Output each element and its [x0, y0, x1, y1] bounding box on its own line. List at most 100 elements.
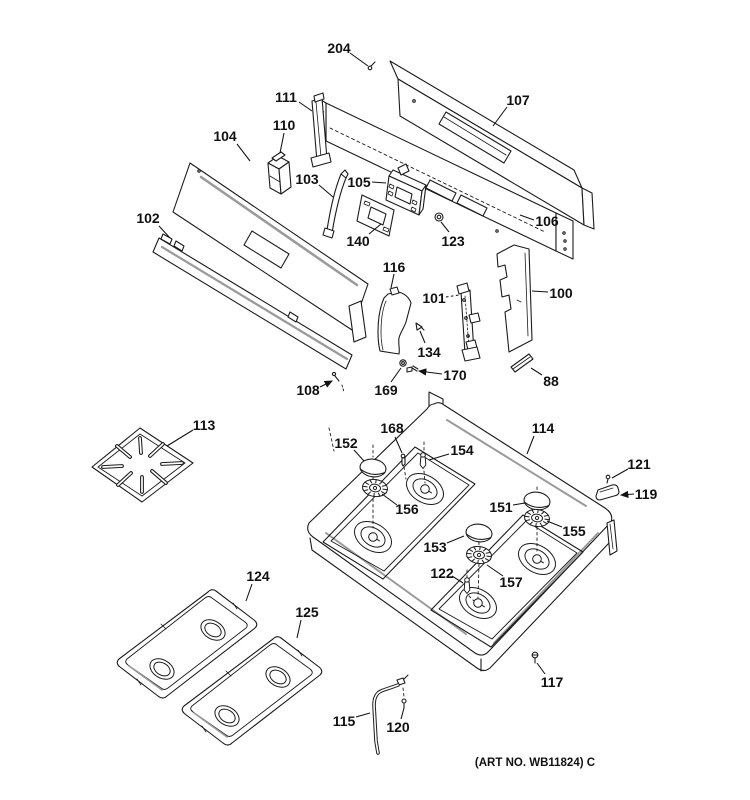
part-label-105: 105: [347, 174, 371, 190]
part-label-102: 102: [136, 210, 160, 226]
leader-line-107: [492, 106, 508, 127]
part-88-strip: [510, 353, 534, 373]
leader-line-110: [279, 132, 285, 154]
leader-line-104: [236, 143, 251, 162]
part-label-152: 152: [334, 435, 358, 451]
part-label-124: 124: [246, 568, 270, 584]
leader-line-101: [445, 294, 460, 298]
screw-117: [531, 651, 539, 664]
leader-line-115: [355, 712, 371, 718]
leader-line-124: [245, 583, 253, 602]
part-116-bracket: [377, 286, 412, 355]
leader-line-125: [296, 619, 302, 639]
screw-120: [401, 698, 407, 709]
leader-line-154: [428, 453, 450, 461]
part-label-100: 100: [549, 285, 573, 301]
part-label-168: 168: [380, 420, 404, 436]
part-label-154: 154: [450, 442, 474, 458]
leader-line-157: [486, 564, 504, 577]
part-label-111: 111: [275, 89, 297, 105]
leader-line-88: [530, 367, 543, 376]
part-label-123: 123: [441, 233, 465, 249]
part-label-101: 101: [422, 290, 446, 306]
part-102-trim: [152, 233, 367, 370]
part-label-103: 103: [295, 171, 319, 187]
part-label-104: 104: [213, 128, 237, 144]
part-label-113: 113: [193, 417, 216, 433]
part-label-151: 151: [489, 499, 513, 515]
part-label-170: 170: [443, 367, 467, 383]
leader-line-169: [390, 367, 402, 383]
art-no-text: (ART NO. WB11824) C: [475, 757, 595, 769]
part-label-114: 114: [532, 420, 555, 436]
part-103-support-strip: [322, 169, 349, 239]
part-label-116: 116: [383, 259, 406, 275]
leader-line-155: [546, 520, 563, 528]
leader-line-103: [318, 184, 334, 198]
leader-line-152: [353, 449, 365, 462]
screw-204: [367, 61, 376, 71]
leader-line-170: [417, 368, 443, 376]
part-110-switch: [267, 151, 292, 195]
part-115-tube: [372, 674, 409, 755]
leader-line-117: [536, 662, 546, 675]
part-label-153: 153: [423, 539, 447, 555]
part-label-169: 169: [374, 382, 398, 398]
leader-line-100: [531, 290, 549, 293]
part-label-120: 120: [386, 719, 410, 735]
leader-line-106: [519, 214, 535, 221]
part-label-110: 110: [273, 117, 296, 133]
part-105-clock: [385, 163, 427, 216]
leader-line-105: [371, 181, 387, 184]
part-label-156: 156: [395, 501, 419, 517]
leader-line-153: [446, 535, 465, 544]
leader-line-140: [368, 223, 382, 235]
part-label-119: 119: [635, 486, 658, 502]
part-label-107: 107: [506, 92, 530, 108]
screw-134: [415, 322, 425, 331]
part-label-204: 204: [327, 40, 351, 56]
part-100-side-panel: [496, 244, 533, 353]
screw-121: [605, 474, 611, 484]
leader-line-111: [298, 101, 313, 112]
leader-line-114: [526, 435, 535, 455]
part-label-117: 117: [541, 674, 564, 690]
part-154-igniter: [419, 452, 427, 470]
screw-170: [406, 365, 419, 373]
leader-line-121: [611, 468, 629, 479]
leader-line-123: [440, 221, 450, 233]
part-104-control-panel: [172, 162, 369, 331]
screw-168: [400, 453, 406, 467]
part-113-grate: [91, 427, 194, 503]
part-label-122: 122: [430, 565, 454, 581]
part-label-155: 155: [562, 523, 586, 539]
part-label-157: 157: [499, 574, 523, 590]
leader-line-120: [400, 707, 405, 720]
leader-line-102: [158, 225, 171, 239]
part-140-overlay: [356, 194, 395, 237]
leader-line-116: [390, 273, 395, 289]
part-119-clip: [595, 484, 620, 501]
leader-line-134: [419, 330, 426, 344]
labels-layer: 204 111 110 107 104 103 105 102 140 123 106 116 101 1…: [136, 40, 657, 735]
part-label-121: 121: [627, 456, 651, 472]
part-111-bracket: [310, 92, 332, 168]
part-label-88: 88: [543, 373, 559, 389]
part-122-igniter: [463, 577, 471, 595]
leader-line-156: [381, 493, 398, 506]
leader-line-151: [512, 502, 526, 506]
part-label-106: 106: [535, 213, 559, 229]
part-label-125: 125: [295, 604, 319, 620]
part-101-rail: [456, 282, 481, 362]
nut-169: [399, 359, 407, 367]
part-label-140: 140: [346, 233, 370, 249]
leader-line-119: [619, 490, 635, 499]
leader-line-108: [319, 380, 333, 388]
leader-line-122: [451, 575, 464, 584]
part-107-rear-cover: [389, 60, 595, 230]
part-label-134: 134: [417, 344, 441, 360]
part-123-grommet: [434, 212, 444, 222]
part-label-108: 108: [296, 382, 320, 398]
